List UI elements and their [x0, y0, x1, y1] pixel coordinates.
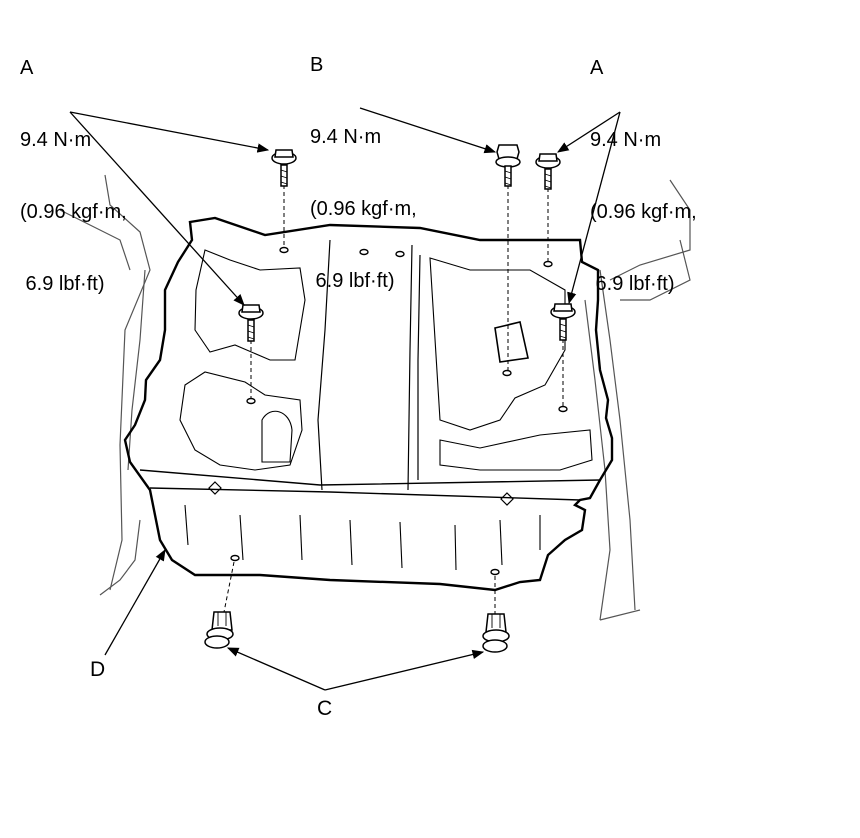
callout-letter: A — [590, 57, 604, 79]
torque-lbf: 6.9 lbf·ft) — [310, 270, 395, 292]
flange-bolt-a-icon — [271, 149, 297, 187]
label-d: D — [90, 658, 106, 681]
torque-nm: 9.4 N·m — [310, 126, 382, 148]
torque-nm: 9.4 N·m — [590, 129, 662, 151]
callout-letter: B — [310, 54, 324, 76]
alignment-lines — [223, 185, 564, 614]
torque-lbf: 6.9 lbf·ft) — [590, 273, 675, 295]
flange-bolt-a-icon — [535, 153, 561, 190]
callout-a-right: A 9.4 N·m (0.96 kgf·m, 6.9 lbf·ft) — [590, 8, 697, 344]
leader-lines — [69, 107, 621, 691]
callout-letter: A — [20, 57, 34, 79]
bolt-holes — [230, 246, 568, 576]
callout-a-left: A 9.4 N·m (0.96 kgf·m, 6.9 lbf·ft) — [20, 8, 127, 344]
label-c: C — [317, 697, 333, 720]
callout-b: B 9.4 N·m (0.96 kgf·m, 6.9 lbf·ft) — [310, 5, 417, 341]
clip-c-icon — [482, 613, 510, 653]
torque-kgf: (0.96 kgf·m, — [310, 198, 417, 220]
vehicle-body-outline — [59, 174, 691, 621]
undercover-panel — [123, 216, 614, 592]
clip-c-icon — [204, 611, 234, 649]
torque-nm: 9.4 N·m — [20, 129, 92, 151]
hex-bolt-b-icon — [495, 144, 521, 187]
torque-kgf: (0.96 kgf·m, — [20, 201, 127, 223]
flange-bolt-a-icon — [238, 304, 264, 342]
torque-lbf: 6.9 lbf·ft) — [20, 273, 105, 295]
torque-kgf: (0.96 kgf·m, — [590, 201, 697, 223]
flange-bolt-a-icon — [550, 303, 576, 341]
